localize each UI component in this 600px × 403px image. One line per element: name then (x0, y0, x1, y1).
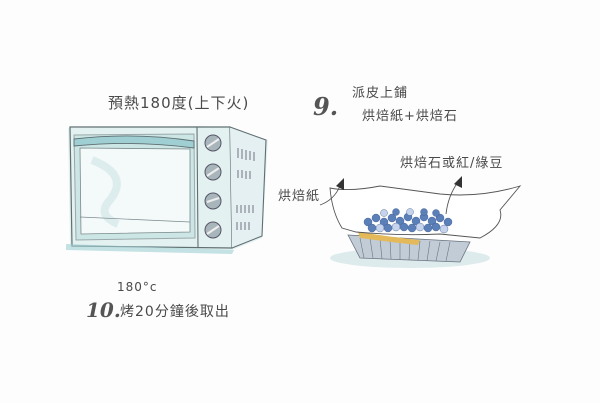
toaster-oven-icon (66, 126, 268, 254)
step-10-number: 10. (86, 298, 121, 322)
oven-caption: 預熱180度(上下火) (108, 94, 250, 112)
arrow-paper-icon (319, 185, 341, 206)
baking-paper-label: 烘焙紙 (278, 189, 321, 204)
step-10-text: 烤20分鐘後取出 (120, 304, 230, 320)
step-9-line1: 派皮上鋪 (352, 86, 409, 101)
step-9-number: 9. (313, 92, 339, 121)
step-9-line2: 烘焙紙+烘焙石 (362, 109, 458, 124)
oven-knobs (204, 134, 222, 239)
step-10-temperature: 180°c (117, 280, 158, 294)
baking-weights-label: 烘焙石或紅/綠豆 (400, 156, 504, 171)
tart-with-baking-weights-icon (319, 176, 522, 268)
